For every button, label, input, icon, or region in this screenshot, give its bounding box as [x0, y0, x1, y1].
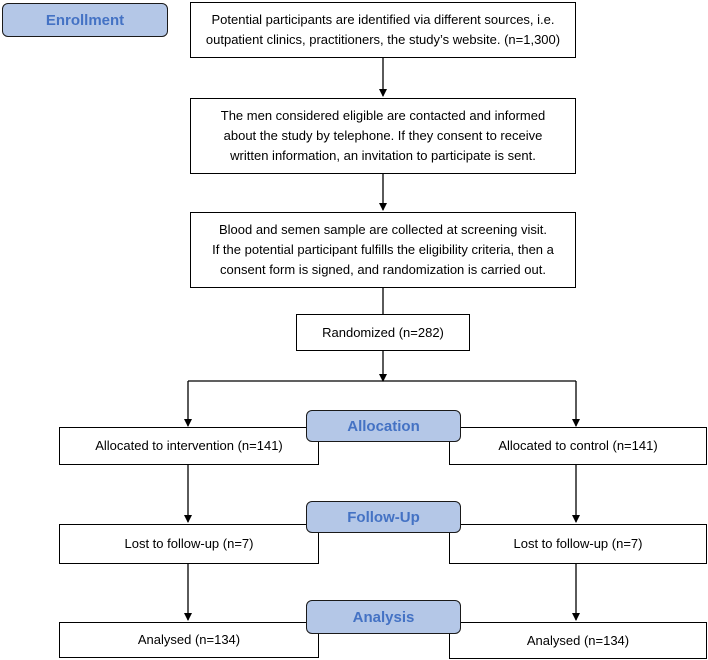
stage-allocation-label: Allocation	[347, 417, 420, 435]
screening-line-3: consent form is signed, and randomizatio…	[220, 262, 546, 277]
lost-intervention-label: Lost to follow-up (n=7)	[124, 536, 254, 551]
contacted-line-1: The men considered eligible are contacte…	[220, 108, 546, 123]
box-analysed-control: Analysed (n=134)	[449, 622, 707, 659]
intervention-label: Allocated to intervention (n=141)	[95, 438, 283, 453]
control-label: Allocated to control (n=141)	[498, 438, 658, 453]
identified-line-2: outpatient clinics, practitioners, the s…	[205, 32, 561, 47]
stage-follow-up: Follow-Up	[306, 501, 461, 533]
box-lost-intervention: Lost to follow-up (n=7)	[59, 524, 319, 564]
box-allocated-control: Allocated to control (n=141)	[449, 427, 707, 465]
box-allocated-intervention: Allocated to intervention (n=141)	[59, 427, 319, 465]
box-analysed-intervention: Analysed (n=134)	[59, 622, 319, 658]
stage-analysis-label: Analysis	[352, 608, 415, 626]
stage-enrollment-label: Enrollment	[45, 11, 125, 29]
stage-allocation: Allocation	[306, 410, 461, 442]
analysed-control-label: Analysed (n=134)	[526, 632, 630, 648]
stage-enrollment: Enrollment	[2, 3, 168, 37]
screening-line-2: If the potential participant fulfills th…	[212, 242, 554, 257]
box-eligible-contacted: The men considered eligible are contacte…	[190, 98, 576, 174]
box-lost-control: Lost to follow-up (n=7)	[449, 524, 707, 564]
screening-line-1: Blood and semen sample are collected at …	[218, 222, 548, 237]
stage-analysis: Analysis	[306, 600, 461, 634]
contacted-line-3: written information, an invitation to pa…	[230, 148, 536, 163]
box-participants-identified: Potential participants are identified vi…	[190, 2, 576, 58]
box-randomized: Randomized (n=282)	[296, 314, 470, 351]
analysed-intervention-label: Analysed (n=134)	[137, 632, 241, 647]
box-screening-visit: Blood and semen sample are collected at …	[190, 212, 576, 288]
stage-follow-up-label: Follow-Up	[347, 508, 420, 526]
identified-line-1: Potential participants are identified vi…	[211, 12, 555, 27]
contacted-line-2: about the study by telephone. If they co…	[223, 128, 543, 143]
lost-control-label: Lost to follow-up (n=7)	[513, 536, 643, 551]
randomized-label: Randomized (n=282)	[322, 324, 444, 340]
